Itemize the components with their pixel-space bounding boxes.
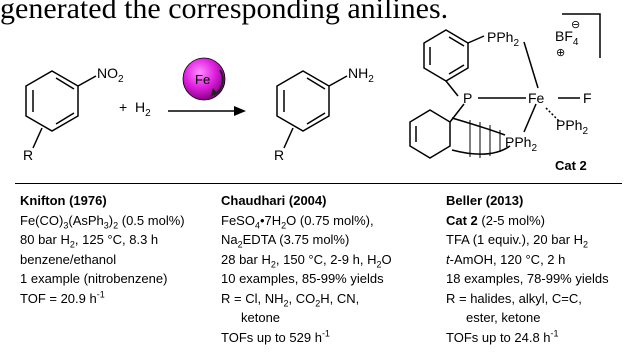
counterion-minus-charge: ⊖ — [571, 19, 580, 31]
condition-text: 28 bar H — [221, 251, 271, 267]
chaudhari-column: Chaudhari (2004)FeSO4•7H2O (0.75 mol%),N… — [221, 191, 392, 347]
condition-text: 18 examples, 78-99% yields — [446, 271, 609, 286]
condition-text: t — [446, 251, 450, 267]
beller-column: Beller (2013)Cat 2 (2-5 mol%)TFA (1 equi… — [446, 191, 609, 347]
condition-text: 2 — [281, 220, 287, 231]
condition-line: 10 examples, 85-99% yields — [221, 269, 392, 289]
condition-line: FeSO4•7H2O (0.75 mol%), — [221, 211, 392, 231]
condition-text: ester, ketone — [466, 310, 541, 325]
condition-text: benzene/ethanol — [20, 251, 117, 267]
fe-catalyst-sphere: Fe — [182, 57, 226, 101]
condition-text: R = halides, alkyl, C=C, — [446, 290, 582, 306]
condition-text: TOF = 20.9 h — [20, 290, 97, 306]
condition-text: 2 — [376, 259, 382, 270]
condition-line: 1 example (nitrobenzene) — [20, 269, 185, 289]
condition-text: EDTA (3.75 mol%) — [242, 232, 350, 247]
top-caption: generated the corresponding anilines. — [0, 0, 449, 25]
condition-text: FeSO — [221, 212, 255, 228]
condition-line: benzene/ethanol — [20, 250, 185, 270]
condition-text: -1 — [321, 328, 330, 339]
reaction-scheme: NO2 R + H2 Fe NH2 R — [23, 13, 601, 173]
reaction-arrow — [168, 106, 246, 116]
product-r-label: R — [274, 147, 284, 163]
condition-text: -AmOH, 120 °C, 2 h — [449, 251, 566, 267]
condition-line: R = halides, alkyl, C=C, — [446, 289, 609, 309]
hydrogen-label: H2 — [135, 99, 151, 119]
condition-text: TOFs up to 24.8 h — [446, 329, 551, 345]
column-title: Beller (2013) — [446, 193, 524, 208]
nitro-group-label: NO2 — [97, 65, 124, 85]
condition-text: , CO — [288, 290, 316, 306]
condition-line: t-AmOH, 120 °C, 2 h — [446, 250, 609, 270]
column-title: Knifton (1976) — [20, 193, 107, 208]
complex-plus-charge: ⊕ — [556, 47, 565, 59]
amine-group-label: NH2 — [348, 65, 374, 85]
condition-text: TFA (1 equiv.), 20 bar H — [446, 232, 584, 247]
condition-text: 2 — [270, 259, 276, 270]
condition-line: TOF = 20.9 h-1 — [20, 289, 185, 309]
iron-complex-structure — [409, 13, 601, 159]
condition-text: 10 examples, 85-99% yields — [221, 271, 384, 286]
condition-text: •7H — [259, 212, 282, 228]
condition-text: (0.5 mol%) — [118, 212, 185, 228]
condition-line: Na2EDTA (3.75 mol%) — [221, 230, 392, 250]
condition-text: (AsPh — [68, 212, 104, 228]
condition-text: 4 — [254, 220, 260, 231]
cat-2-label: Cat 2 — [555, 158, 587, 173]
condition-text: Na — [221, 232, 238, 247]
condition-text: 1 example (nitrobenzene) — [20, 271, 168, 286]
knifton-column: Knifton (1976)Fe(CO)3(AsPh3)2 (0.5 mol%)… — [20, 191, 185, 308]
condition-text: 2 — [113, 220, 119, 231]
condition-text: , 125 °C, 8.3 h — [74, 232, 159, 247]
reactant-r-label: R — [23, 147, 33, 163]
condition-line: R = Cl, NH2, CO2H, CN, — [221, 289, 392, 309]
condition-text: 2 — [237, 239, 243, 250]
condition-text: 2 — [583, 239, 589, 250]
aniline-structure — [276, 70, 348, 149]
complex-pph2-top: PPh2 — [487, 29, 519, 49]
condition-text: ) — [108, 212, 114, 228]
condition-text: -1 — [550, 328, 559, 339]
complex-f: F — [583, 90, 592, 106]
plus-sign: + — [119, 99, 127, 115]
nitroarene-structure — [25, 70, 97, 149]
condition-text: H, CN, — [320, 290, 360, 306]
condition-text: 3 — [63, 220, 69, 231]
condition-text: 2 — [69, 239, 75, 250]
condition-line: 28 bar H2, 150 °C, 2-9 h, H2O — [221, 250, 392, 270]
complex-p-left: P — [463, 90, 472, 106]
condition-line: ketone — [221, 308, 392, 328]
condition-line: Fe(CO)3(AsPh3)2 (0.5 mol%) — [20, 211, 185, 231]
condition-line: 80 bar H2, 125 °C, 8.3 h — [20, 230, 185, 250]
column-title: Chaudhari (2004) — [221, 193, 327, 208]
condition-text: Cat 2 — [446, 212, 478, 228]
condition-line: ester, ketone — [446, 308, 609, 328]
svg-text:Fe: Fe — [195, 72, 210, 87]
condition-text: O (0.75 mol%), — [286, 212, 374, 228]
condition-line: TFA (1 equiv.), 20 bar H2 — [446, 230, 609, 250]
condition-text: O — [381, 251, 392, 267]
table-divider — [15, 183, 622, 184]
complex-fe: Fe — [528, 90, 545, 106]
condition-line: 18 examples, 78-99% yields — [446, 269, 609, 289]
condition-text: , 150 °C, 2-9 h, H — [275, 251, 377, 267]
condition-text: Fe(CO) — [20, 212, 64, 228]
condition-text: R = Cl, NH — [221, 290, 284, 306]
condition-line: TOFs up to 529 h-1 — [221, 328, 392, 348]
condition-text: (2-5 mol%) — [477, 212, 545, 228]
counterion-label: BF4 — [555, 28, 579, 48]
condition-text: 2 — [315, 298, 321, 309]
condition-line: Cat 2 (2-5 mol%) — [446, 211, 609, 231]
condition-text: 3 — [103, 220, 109, 231]
complex-pph2-right: PPh2 — [556, 117, 588, 137]
complex-pph2-bottom: PPh2 — [505, 134, 537, 154]
condition-text: ketone — [241, 310, 281, 325]
condition-text: 2 — [283, 298, 289, 309]
condition-text: -1 — [96, 289, 105, 300]
condition-text: TOFs up to 529 h — [221, 329, 322, 345]
condition-text: 80 bar H — [20, 232, 70, 247]
condition-line: TOFs up to 24.8 h-1 — [446, 328, 609, 348]
